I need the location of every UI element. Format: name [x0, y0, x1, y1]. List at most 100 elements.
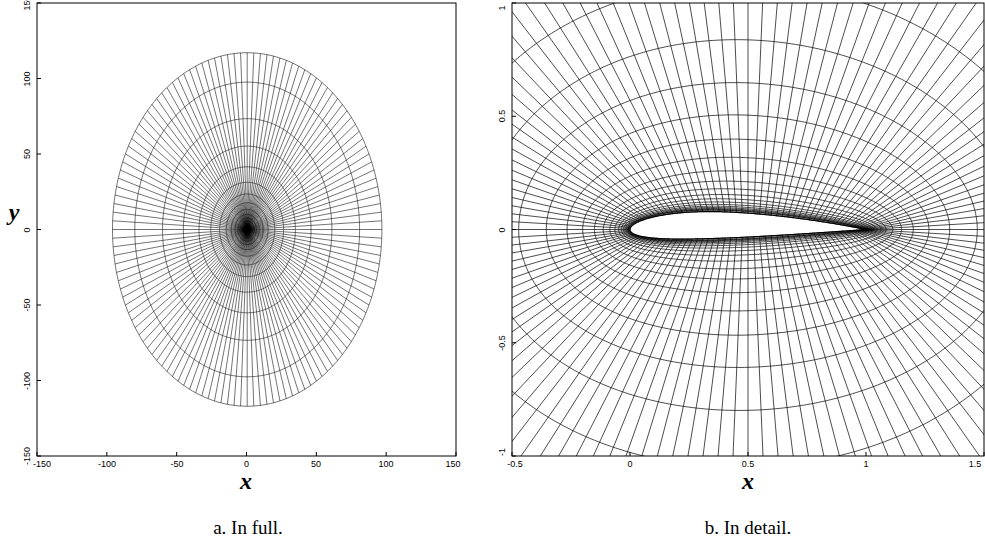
grid-line: [865, 230, 984, 456]
grid-line: [143, 230, 247, 342]
grid-line: [846, 3, 984, 226]
tick-mark: [512, 3, 516, 4]
grid-line: [843, 3, 984, 225]
tick-label: 50: [23, 149, 32, 159]
grid-line: [512, 239, 682, 456]
grid-line: [760, 236, 984, 456]
grid-line: [246, 229, 247, 230]
axis-label: y: [9, 200, 20, 224]
grid-line: [248, 170, 374, 230]
grid-line: [167, 230, 247, 372]
grid-line: [809, 233, 984, 456]
tick-label: 0: [498, 227, 507, 232]
grid-line: [814, 3, 984, 220]
tick-mark: [630, 452, 631, 456]
grid-line: [512, 3, 653, 217]
tick-label: -0.5: [507, 460, 523, 469]
grid-line: [221, 230, 247, 403]
grid-line: [248, 230, 322, 377]
grid-line: [512, 3, 631, 228]
grid-line: [512, 3, 731, 212]
tick-mark: [386, 452, 387, 456]
grid-line: [248, 230, 366, 313]
grid-line: [113, 221, 247, 230]
grid-line: [135, 230, 246, 328]
grid-line: [248, 230, 372, 298]
grid-line: [246, 229, 247, 230]
grid-line: [855, 230, 984, 456]
grid-line: [512, 236, 639, 456]
grid-line: [246, 229, 247, 230]
tick-label: -1: [498, 448, 507, 456]
grid-line: [777, 3, 984, 216]
grid-line: [120, 170, 246, 230]
grid-line: [512, 236, 641, 456]
grid-line: [862, 230, 984, 456]
grid-line: [247, 229, 248, 230]
tick-marks: [37, 3, 984, 456]
tick-label: 150: [23, 0, 32, 11]
grid-line: [512, 229, 630, 230]
grid-line: [172, 230, 246, 377]
grid-line: [512, 3, 635, 224]
grid-line: [864, 230, 984, 456]
grid-line: [512, 239, 687, 456]
grid-line: [765, 3, 984, 215]
grid-line: [202, 230, 247, 396]
tick-label: 50: [311, 460, 321, 469]
grid-line: [748, 237, 749, 456]
axis-label: x: [742, 469, 754, 493]
grid-line: [246, 229, 247, 230]
grid-line: [128, 146, 246, 229]
grid-line: [857, 3, 984, 228]
grid-line: [247, 54, 260, 230]
grid-line: [202, 63, 247, 229]
tick-label: 1.5: [969, 460, 982, 469]
grid-line: [248, 83, 322, 230]
grid-line: [512, 3, 630, 229]
grid-line: [861, 230, 984, 456]
grid-line: [512, 239, 669, 456]
tick-label: 0.5: [742, 460, 755, 469]
grid-line: [167, 87, 247, 229]
grid-line: [793, 234, 984, 456]
grid-line: [512, 238, 736, 456]
grid-line: [788, 3, 984, 217]
grid-line: [247, 63, 292, 229]
grid-line: [760, 3, 984, 214]
grid-line: [852, 231, 984, 456]
tick-label: 100: [23, 71, 32, 86]
grid-line: [512, 239, 698, 456]
grid-line: [512, 3, 632, 226]
tick-mark: [37, 456, 41, 457]
tick-mark: [37, 452, 38, 456]
grid-line: [248, 117, 352, 229]
tick-label: 150: [445, 460, 460, 469]
grid-line: [512, 239, 678, 456]
grid-line: [823, 3, 984, 222]
grid-line: [777, 235, 984, 456]
tick-mark: [512, 116, 516, 117]
tick-label: -50: [170, 460, 183, 469]
grid-line: [247, 60, 286, 229]
tick-mark: [37, 3, 41, 4]
grid-line: [512, 238, 719, 456]
grid-line: [120, 230, 246, 290]
grid-line: [248, 230, 369, 306]
grid-line: [754, 3, 984, 214]
grid-line: [248, 230, 333, 367]
tick-label: 0.5: [498, 110, 507, 123]
grid-line: [246, 229, 248, 230]
grid-line: [512, 3, 698, 212]
grid-line: [247, 53, 254, 229]
grid-line: [823, 233, 984, 456]
axis-label: x: [240, 469, 252, 493]
grid-line: [125, 230, 246, 306]
grid-line: [512, 3, 650, 218]
tick-mark: [37, 78, 41, 79]
grid-line: [512, 238, 657, 456]
tick-label: 0: [244, 460, 249, 469]
grid-line: [512, 237, 647, 456]
grid-line: [512, 238, 714, 456]
